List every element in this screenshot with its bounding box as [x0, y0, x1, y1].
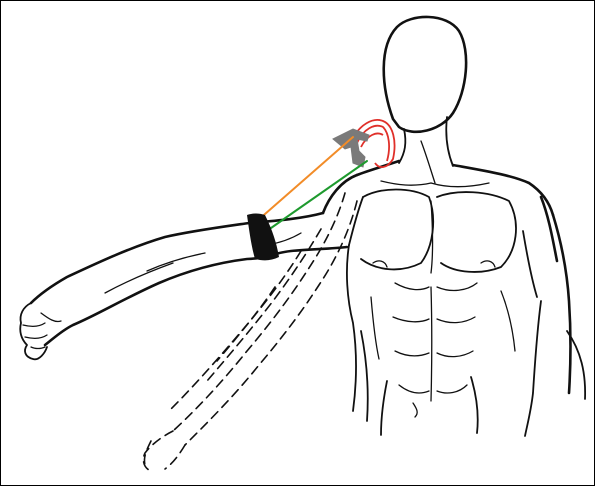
hook-anchor-icon: [333, 129, 369, 167]
head: [384, 17, 466, 132]
force-line-outer: [257, 137, 353, 221]
pectorals: [361, 181, 516, 273]
arm-end-position: [20, 213, 347, 359]
neck: [399, 117, 453, 183]
abdominals: [371, 283, 515, 435]
shoulders: [357, 161, 553, 215]
